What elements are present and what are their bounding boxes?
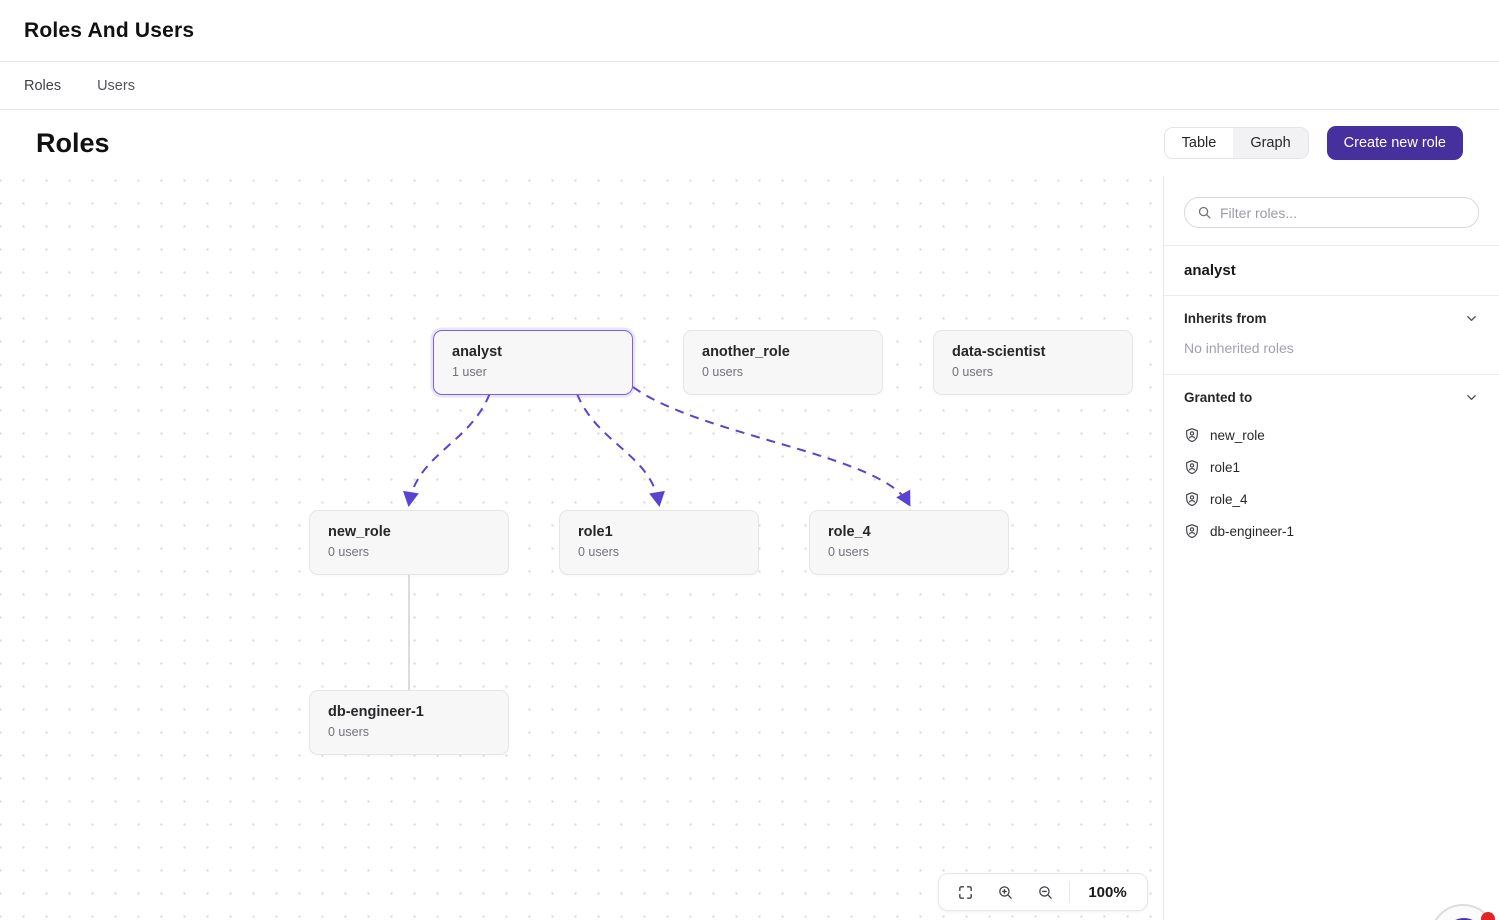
filter-roles-searchbox[interactable] xyxy=(1184,197,1479,228)
divider xyxy=(1164,245,1499,246)
node-user-count: 1 user xyxy=(452,365,487,379)
node-user-count: 0 users xyxy=(578,545,619,559)
graph-node-analyst[interactable]: analyst 1 user xyxy=(433,330,633,395)
granted-to-list: new_role role1 role_4 db-engineer-1 xyxy=(1164,417,1499,557)
fit-view-icon xyxy=(958,885,972,899)
zoom-in-icon xyxy=(998,885,1012,899)
graph-node-db-engineer-1[interactable]: db-engineer-1 0 users xyxy=(309,690,509,755)
chevron-down-icon xyxy=(1467,395,1476,400)
role-shield-icon xyxy=(1186,460,1198,475)
node-title: new_role xyxy=(328,524,391,540)
filter-roles-input[interactable] xyxy=(1220,204,1466,221)
selected-role-name: analyst xyxy=(1184,262,1236,279)
inherits-from-title: Inherits from xyxy=(1184,311,1267,326)
granted-to-title: Granted to xyxy=(1184,390,1253,405)
nav-tabs: Roles Users xyxy=(0,62,1499,110)
edge-analyst-to-role_4 xyxy=(632,386,911,507)
role-shield-icon xyxy=(1186,524,1198,539)
node-user-count: 0 users xyxy=(702,365,743,379)
zoom-out-icon xyxy=(1038,885,1052,899)
graph-node-another_role[interactable]: another_role 0 users xyxy=(683,330,883,395)
node-user-count: 0 users xyxy=(328,725,369,739)
page-title: Roles xyxy=(36,127,110,158)
zoom-in-button[interactable] xyxy=(985,877,1025,907)
chevron-down-icon xyxy=(1467,316,1476,321)
node-title: analyst xyxy=(452,344,502,360)
assistant-widget-logo xyxy=(1450,918,1478,920)
node-user-count: 0 users xyxy=(328,545,369,559)
graph-node-role1[interactable]: role1 0 users xyxy=(559,510,759,575)
search-icon xyxy=(1198,206,1211,219)
node-title: another_role xyxy=(702,344,790,360)
graph-node-new_role[interactable]: new_role 0 users xyxy=(309,510,509,575)
granted-role-label: db-engineer-1 xyxy=(1210,523,1295,539)
granted-role-label: new_role xyxy=(1210,427,1265,443)
create-new-role-button[interactable]: Create new role xyxy=(1326,126,1463,160)
divider xyxy=(1164,374,1499,375)
edge-analyst-to-role1 xyxy=(576,393,665,507)
node-title: data-scientist xyxy=(952,344,1046,360)
controls-divider xyxy=(1069,881,1070,903)
node-user-count: 0 users xyxy=(952,365,993,379)
granted-role-label: role_4 xyxy=(1210,491,1248,507)
node-user-count: 0 users xyxy=(828,545,869,559)
granted-role-item-role_4[interactable]: role_4 xyxy=(1164,483,1499,515)
granted-role-label: role1 xyxy=(1210,459,1241,475)
node-title: role_4 xyxy=(828,524,871,540)
app-header: Roles And Users xyxy=(0,0,1499,62)
graph-controls: 100% xyxy=(938,873,1148,911)
view-toggle-graph[interactable]: Graph xyxy=(1233,128,1308,158)
nav-tab-roles[interactable]: Roles xyxy=(24,77,62,94)
notification-dot xyxy=(1481,912,1495,920)
divider xyxy=(1164,295,1499,296)
role-shield-icon xyxy=(1186,492,1198,507)
node-title: db-engineer-1 xyxy=(328,704,424,720)
graph-node-role_4[interactable]: role_4 0 users xyxy=(809,510,1009,575)
no-inherited-roles-text: No inherited roles xyxy=(1184,340,1294,356)
inherits-from-section-header[interactable]: Inherits from xyxy=(1164,296,1499,338)
graph-node-data-scientist[interactable]: data-scientist 0 users xyxy=(933,330,1133,395)
fit-view-button[interactable] xyxy=(945,877,985,907)
zoom-level-label: 100% xyxy=(1088,883,1127,901)
granted-role-item-role1[interactable]: role1 xyxy=(1164,451,1499,483)
edge-analyst-to-new_role xyxy=(403,393,491,507)
role-shield-icon xyxy=(1186,428,1198,443)
view-toggle-table[interactable]: Table xyxy=(1164,128,1234,158)
node-title: role1 xyxy=(578,524,613,540)
role-details-sidebar: analyst Inherits from No inherited roles… xyxy=(1163,176,1499,920)
app-title: Roles And Users xyxy=(24,18,195,42)
granted-role-item-db-engineer-1[interactable]: db-engineer-1 xyxy=(1164,515,1499,547)
zoom-out-button[interactable] xyxy=(1025,877,1065,907)
granted-to-section-header[interactable]: Granted to xyxy=(1164,375,1499,417)
nav-tab-users[interactable]: Users xyxy=(97,77,135,94)
granted-role-item-new_role[interactable]: new_role xyxy=(1164,419,1499,451)
